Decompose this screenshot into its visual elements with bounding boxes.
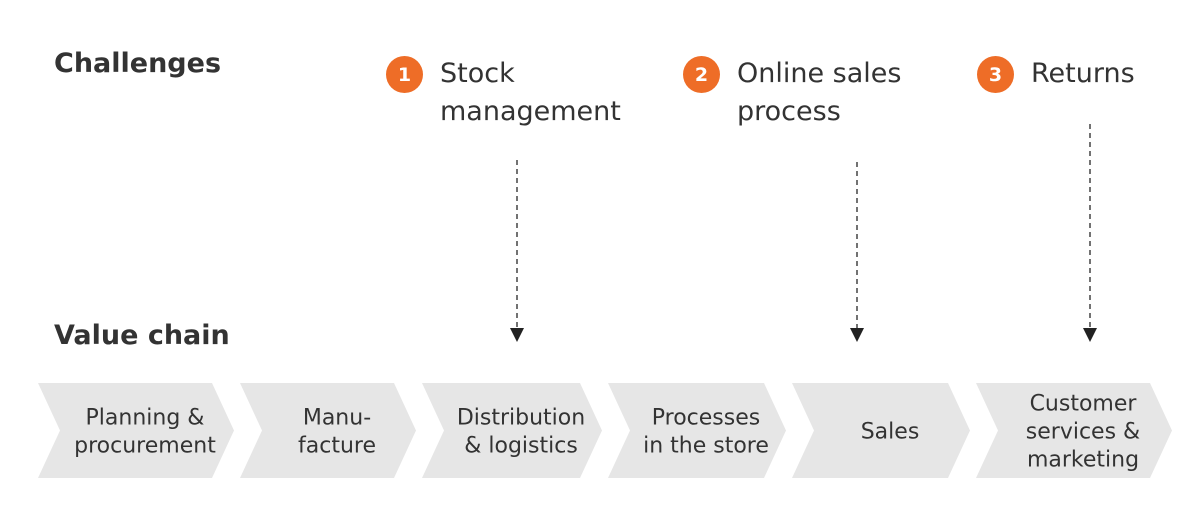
challenge-arrow-head [850, 328, 864, 342]
challenge-label: Returns [1031, 58, 1135, 89]
challenge-number-badge: 3 [977, 56, 1014, 93]
challenge-stock-management: 1 Stock management [386, 55, 621, 131]
value-chain-step [608, 383, 786, 478]
challenge-arrow-head [510, 328, 524, 342]
value-chain-step-label: Manu- [303, 406, 371, 431]
value-chain-step [240, 383, 416, 478]
challenge-number-badge: 1 [386, 56, 423, 93]
challenge-label: Online sales process [737, 58, 902, 127]
value-chain-step-label: Planning & [86, 406, 205, 431]
challenge-arrow-head [1083, 328, 1097, 342]
value-chain-step-label: services & [1026, 420, 1140, 445]
challenge-online-sales-process: 2 Online sales process [683, 55, 901, 131]
challenge-arrows [510, 124, 1097, 342]
value-chain-step-label: & logistics [464, 434, 578, 459]
challenge-label: Stock management [440, 58, 621, 127]
value-chain-step-label: Customer [1030, 392, 1138, 417]
value-chain-step-label: Sales [861, 420, 920, 445]
value-chain-step-label: marketing [1027, 448, 1139, 473]
value-chain-step-label: facture [298, 434, 376, 459]
value-chain-step-label: procurement [74, 434, 216, 459]
challenge-number-badge: 2 [683, 56, 720, 93]
challenge-returns: 3 Returns [977, 55, 1135, 93]
value-chain-step [422, 383, 602, 478]
challenges-heading: Challenges [54, 48, 222, 79]
value-chain-step-label: Distribution [457, 406, 585, 431]
value-chain-step [792, 383, 970, 478]
value-chain-heading: Value chain [54, 320, 230, 351]
value-chain-step [38, 383, 234, 478]
value-chain-step-label: Processes [652, 406, 760, 431]
value-chain-step-label: in the store [643, 434, 769, 459]
value-chain-step [976, 383, 1172, 478]
value-chain-steps: Planning & procurement Manu-facture Distrib… [38, 383, 1172, 478]
